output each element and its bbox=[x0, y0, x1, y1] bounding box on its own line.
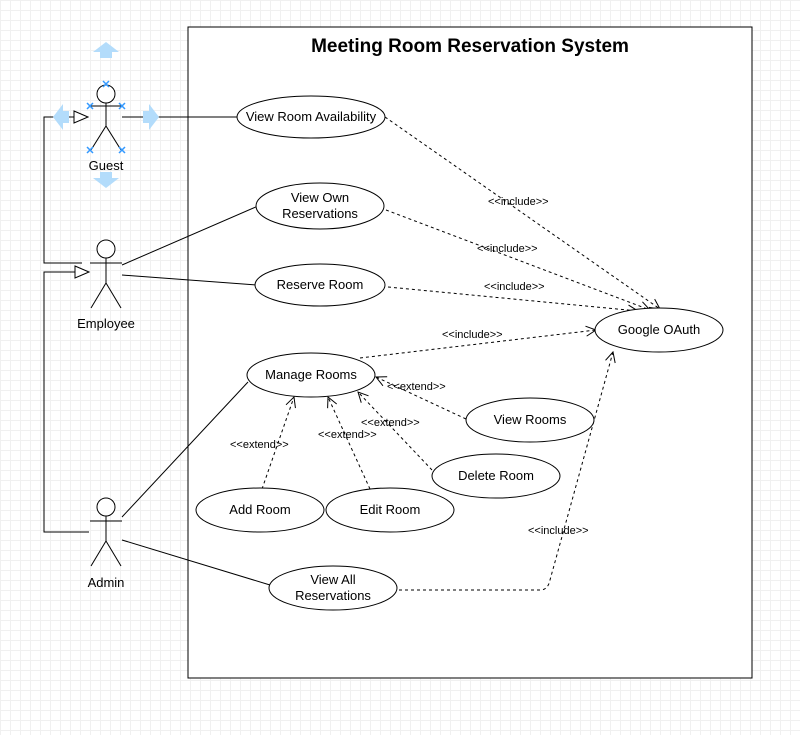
system-title: Meeting Room Reservation System bbox=[311, 36, 629, 57]
extend-label-edit-room: <<extend>> bbox=[318, 429, 377, 441]
actor-guest[interactable]: Guest bbox=[53, 42, 159, 188]
include-view-all-oauth[interactable] bbox=[399, 352, 613, 591]
include-label-3: <<include>> bbox=[484, 281, 545, 293]
generalization-admin-to-employee[interactable] bbox=[43, 272, 89, 533]
use-case-label: Google OAuth bbox=[618, 322, 700, 337]
extend-view-rooms-manage[interactable] bbox=[376, 377, 467, 420]
include-label-2: <<include>> bbox=[477, 243, 538, 255]
use-case-label: View Room Availability bbox=[246, 109, 377, 124]
use-case-label: View All bbox=[310, 572, 355, 587]
use-case-view-own-reservations[interactable]: View Own Reservations bbox=[255, 182, 385, 230]
extend-add-room-manage[interactable] bbox=[261, 397, 294, 490]
generalization-employee-to-guest[interactable] bbox=[43, 117, 88, 264]
include-manage-rooms-oauth[interactable] bbox=[359, 330, 596, 359]
actor-admin[interactable]: Admin bbox=[88, 497, 125, 590]
use-case-google-oauth[interactable]: Google OAuth bbox=[594, 307, 724, 353]
use-case-label: Reservations bbox=[295, 588, 371, 603]
include-view-availability-oauth[interactable] bbox=[384, 116, 660, 309]
use-case-label: Edit Room bbox=[360, 502, 421, 517]
association-employee-view-own-reservations[interactable] bbox=[121, 205, 259, 266]
association-admin-manage-rooms[interactable] bbox=[121, 381, 249, 518]
extend-label-delete-room: <<extend>> bbox=[361, 417, 420, 429]
actor-label: Employee bbox=[77, 316, 135, 331]
use-case-view-all-reservations[interactable]: View All Reservations bbox=[268, 565, 398, 611]
use-case-label: View Own bbox=[291, 190, 349, 205]
include-label-4: <<include>> bbox=[442, 329, 503, 341]
include-label-5: <<include>> bbox=[528, 525, 589, 537]
use-case-view-rooms[interactable]: View Rooms bbox=[465, 397, 595, 443]
extend-label-view-rooms: <<extend>> bbox=[387, 381, 446, 393]
use-case-view-room-availability[interactable]: View Room Availability bbox=[236, 95, 386, 139]
use-case-label: Reservations bbox=[282, 206, 358, 221]
selection-arrows bbox=[53, 42, 159, 188]
actor-head bbox=[96, 239, 116, 259]
use-case-reserve-room[interactable]: Reserve Room bbox=[254, 263, 386, 307]
actor-head bbox=[96, 497, 116, 517]
use-case-label: Reserve Room bbox=[277, 277, 364, 292]
use-case-label: Add Room bbox=[229, 502, 290, 517]
use-case-edit-room[interactable]: Edit Room bbox=[325, 487, 455, 533]
actor-label: Guest bbox=[89, 158, 124, 173]
association-employee-reserve-room[interactable] bbox=[121, 274, 257, 286]
use-case-label: Manage Rooms bbox=[265, 367, 357, 382]
use-case-label: View Rooms bbox=[494, 412, 567, 427]
selection-handles[interactable] bbox=[86, 80, 126, 154]
association-admin-view-all-reservations[interactable] bbox=[121, 539, 271, 586]
extend-edit-room-manage[interactable] bbox=[328, 397, 371, 490]
include-view-own-oauth[interactable] bbox=[385, 209, 650, 310]
extend-label-add-room: <<extend>> bbox=[230, 439, 289, 451]
actor-employee[interactable]: Employee bbox=[77, 239, 135, 331]
use-case-label: Delete Room bbox=[458, 468, 534, 483]
actor-label: Admin bbox=[88, 575, 125, 590]
use-case-add-room[interactable]: Add Room bbox=[195, 487, 325, 533]
actor-head bbox=[96, 84, 116, 104]
use-case-delete-room[interactable]: Delete Room bbox=[431, 453, 561, 499]
use-case-manage-rooms[interactable]: Manage Rooms bbox=[246, 352, 376, 398]
include-label-1: <<include>> bbox=[488, 196, 549, 208]
